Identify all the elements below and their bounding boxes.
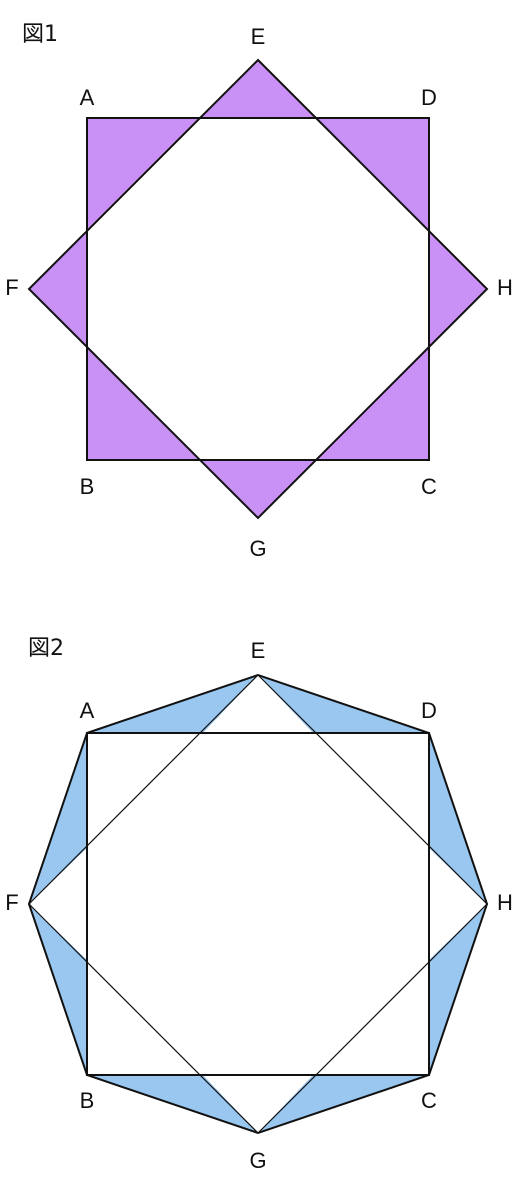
fig1-label-B: B [80,474,95,499]
fig2-label-H: H [497,890,513,915]
fig2-octagon [27,673,489,1135]
figure2: A D B C E G F H [5,638,513,1173]
fig1-point-G [199,460,317,518]
fig2-label-E: E [251,638,266,663]
fig2-square-EHGF [28,674,488,1134]
fig1-label-H: H [497,275,513,300]
fig2-label-F: F [5,890,18,915]
fig1-point-E [199,60,317,118]
fig1-point-F [29,230,87,348]
figure2-shaded-regions [29,675,487,1133]
fig2-label-G: G [249,1148,266,1173]
figure1-title: 図1 [22,22,58,47]
figure1-shaded-regions [29,60,487,518]
fig1-label-F: F [5,275,18,300]
fig1-label-C: C [421,474,437,499]
figure2-title: 図2 [28,636,64,661]
fig1-label-G: G [249,536,266,561]
fig1-label-E: E [251,24,266,49]
fig2-label-D: D [421,698,437,723]
fig2-label-A: A [80,698,95,723]
fig2-label-B: B [80,1088,95,1113]
fig2-square-ABCD [86,732,430,1076]
fig1-point-H [429,230,487,348]
fig1-square-EHGF [27,58,489,520]
figure1: A D B C E G F H [5,24,513,561]
fig1-label-D: D [421,85,437,110]
fig2-label-C: C [421,1088,437,1113]
fig1-label-A: A [80,85,95,110]
